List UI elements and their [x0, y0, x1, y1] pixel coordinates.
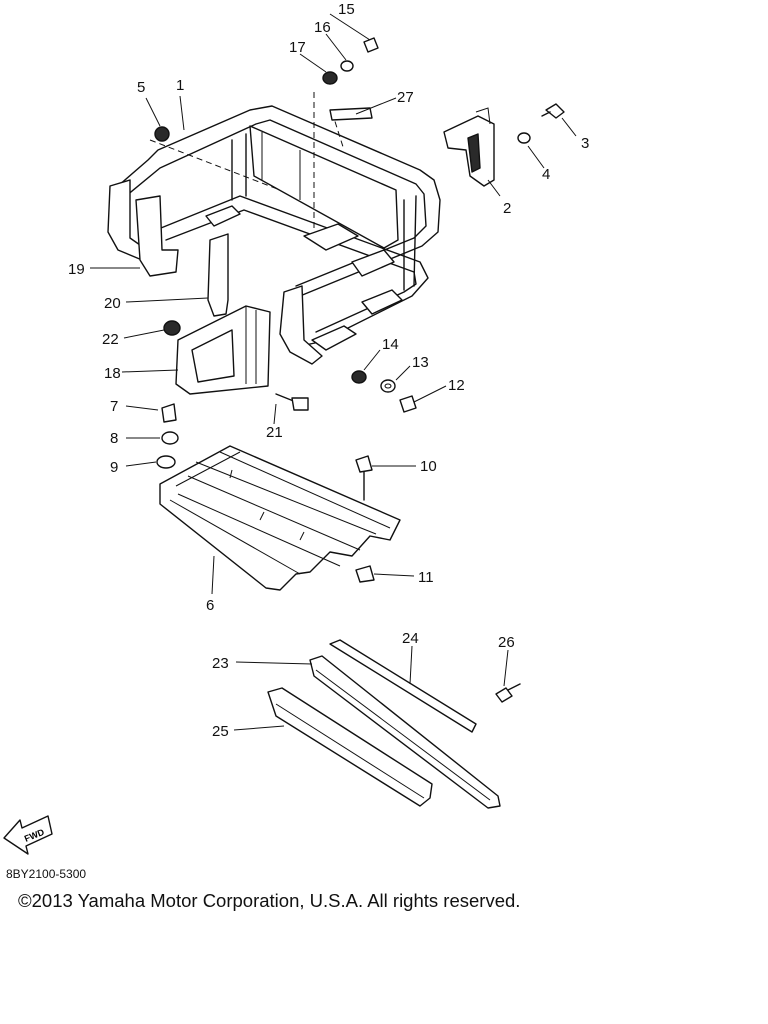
- callout-25: 25: [212, 723, 229, 740]
- step-plate-part-6: [159, 445, 401, 591]
- callout-11: 11: [418, 569, 434, 586]
- bracket-part-19: [135, 195, 179, 277]
- panel-part-25: [267, 687, 433, 807]
- callout-6: 6: [206, 597, 214, 614]
- callout-14: 14: [382, 336, 399, 353]
- light-housing-part-18: [175, 305, 271, 395]
- callout-4: 4: [542, 166, 550, 183]
- callouts: 1 2 3 4 5 6 7 8 9 10 11 12 13 14 15 16 1…: [68, 1, 589, 740]
- bracket-part-20: [207, 233, 229, 317]
- callout-13: 13: [412, 354, 429, 371]
- callout-24: 24: [402, 630, 419, 647]
- callout-22: 22: [102, 331, 119, 348]
- panel-part-23: [309, 655, 501, 809]
- panel-part-24: [329, 639, 477, 733]
- callout-16: 16: [314, 19, 331, 36]
- callout-12: 12: [448, 377, 465, 394]
- callout-5: 5: [137, 79, 145, 96]
- callout-27: 27: [397, 89, 414, 106]
- diagram-code: 8BY2100-5300: [6, 867, 87, 881]
- fwd-arrow-icon: FWD: [3, 815, 53, 855]
- callout-7: 7: [110, 398, 118, 415]
- callout-17: 17: [289, 39, 306, 56]
- callout-10: 10: [420, 458, 437, 475]
- leader-lines: [90, 13, 577, 731]
- hardware: [154, 37, 565, 703]
- callout-8: 8: [110, 430, 118, 447]
- callout-21: 21: [266, 424, 283, 441]
- callout-1: 1: [176, 77, 184, 94]
- callout-26: 26: [498, 634, 515, 651]
- callout-20: 20: [104, 295, 121, 312]
- callout-23: 23: [212, 655, 229, 672]
- callout-3: 3: [581, 135, 589, 152]
- frame-part-1: [107, 92, 441, 365]
- callout-18: 18: [104, 365, 121, 382]
- callout-2: 2: [503, 200, 511, 217]
- copyright-notice: ©2013 Yamaha Motor Corporation, U.S.A. A…: [18, 890, 521, 911]
- callout-15: 15: [338, 1, 355, 18]
- callout-9: 9: [110, 459, 118, 476]
- callout-19: 19: [68, 261, 85, 278]
- hinge-part-2: [443, 107, 495, 187]
